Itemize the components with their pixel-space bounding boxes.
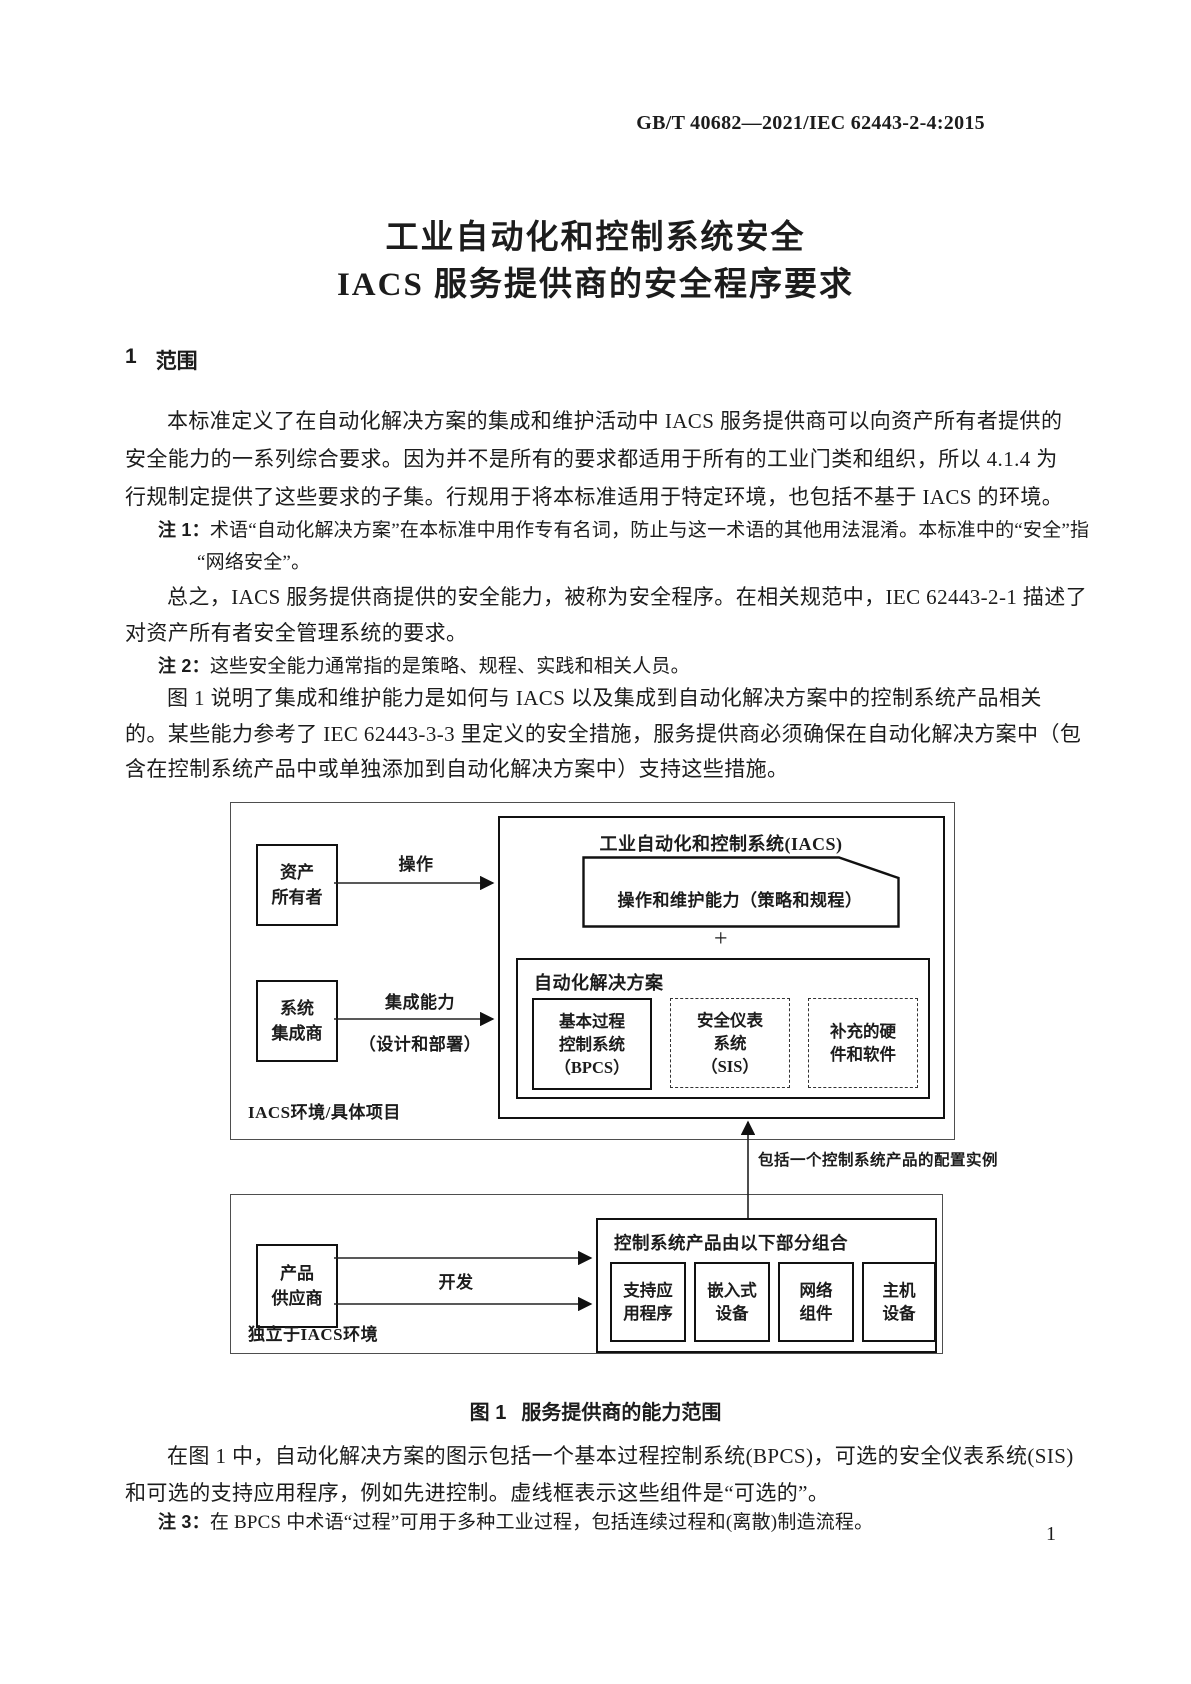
figure-caption-text: 服务提供商的能力范围 [521,1402,722,1424]
bpcs-line2: 控制系统 [559,1034,625,1054]
bpcs-line3: （BPCS） [554,1057,630,1077]
network-components-line2: 组件 [799,1304,833,1323]
system-integrator-line1: 系统 [280,999,314,1018]
paragraph-3-line-2: 的。某些能力参考了 IEC 62443-3-3 里定义的安全措施，服务提供商必须… [125,722,1082,746]
section-number: 1 [125,345,137,368]
asset-owner-line2: 所有者 [271,888,323,907]
develop-arrow-label: 开发 [438,1273,474,1292]
figure-caption: 图 1 服务提供商的能力范围 [0,1396,1191,1425]
figure-1-diagram: 资产 所有者 操作 工业自动化和控制系统(IACS) 操作和维护能力（策略和规程… [230,800,998,1356]
supporting-applications-box: 支持应 用程序 [610,1262,686,1342]
host-devices-box: 主机 设备 [862,1262,936,1342]
note-1-text: 术语“自动化解决方案”在本标准中用作专有名词，防止与这一术语的其他用法混淆。本标… [209,520,1090,541]
automation-solution-title: 自动化解决方案 [534,973,664,993]
control-system-product-title: 控制系统产品由以下部分组合 [614,1233,848,1253]
system-integrator-line2: 集成商 [271,1024,323,1043]
note-1-marker: 注 1： [158,520,210,540]
integration-capability-label: 集成能力 [385,993,455,1012]
embedded-devices-line1: 嵌入式 [707,1281,757,1300]
standard-number-header: GB/T 40682—2021/IEC 62443-2-4:2015 [636,112,985,134]
note-3-text: 在 BPCS 中术语“过程”可用于多种工业过程，包括连续过程和(离散)制造流程。 [209,1512,874,1533]
supplementary-line1: 补充的硬 [830,1022,896,1041]
sis-line3: （SIS） [701,1056,759,1076]
section-label: 范围 [155,350,198,373]
note-1-line-2: “网络安全”。 [197,552,311,573]
embedded-devices-box: 嵌入式 设备 [694,1262,770,1342]
independent-environment-label: 独立于IACS环境 [248,1325,379,1344]
sis-line2: 系统 [713,1033,747,1053]
bpcs-line1: 基本过程 [559,1011,625,1031]
page-number: 1 [1046,1523,1056,1545]
paragraph-1-line-2: 安全能力的一系列综合要求。因为并不是所有的要求都适用于所有的工业门类和组织，所以… [125,447,1058,471]
product-supplier-box: 产品 供应商 [256,1244,338,1328]
asset-owner-line1: 资产 [280,863,314,882]
operate-arrow-label: 操作 [398,855,434,874]
figure-caption-prefix: 图 1 [469,1402,507,1424]
config-instance-label: 包括一个控制系统产品的配置实例 [758,1152,999,1169]
plus-sign: + [713,926,729,952]
asset-owner-box: 资产 所有者 [256,844,338,926]
system-integrator-box: 系统 集成商 [256,980,338,1062]
sis-line1: 安全仪表 [697,1010,763,1030]
product-supplier-line2: 供应商 [271,1289,323,1308]
sis-box: 安全仪表 系统 （SIS） [670,998,790,1088]
supporting-applications-line1: 支持应 [623,1281,673,1300]
paragraph-3-line-1: 图 1 说明了集成和维护能力是如何与 IACS 以及集成到自动化解决方案中的控制… [167,686,1042,710]
supplementary-hw-sw-box: 补充的硬 件和软件 [808,998,918,1088]
note-2: 注 2：这些安全能力通常指的是策略、规程、实践和相关人员。 [158,653,690,680]
product-supplier-line1: 产品 [280,1264,314,1283]
bpcs-box: 基本过程 控制系统 （BPCS） [532,998,652,1090]
document-title-line2: IACS 服务提供商的安全程序要求 [336,267,855,303]
host-devices-line1: 主机 [882,1281,916,1300]
note-3-marker: 注 3： [158,1512,210,1532]
network-components-line1: 网络 [799,1281,833,1300]
paragraph-4-line-1: 在图 1 中，自动化解决方案的图示包括一个基本过程控制系统(BPCS)，可选的安… [167,1444,1074,1468]
iacs-box-title: 工业自动化和控制系统(IACS) [599,834,843,854]
note-2-marker: 注 2： [158,656,210,676]
note-1-line-1: 注 1：术语“自动化解决方案”在本标准中用作专有名词，防止与这一术语的其他用法混… [158,517,1089,544]
document-title-line1: 工业自动化和控制系统安全 [385,220,806,256]
supporting-applications-line2: 用程序 [623,1304,673,1323]
paragraph-1-line-1: 本标准定义了在自动化解决方案的集成和维护活动中 IACS 服务提供商可以向资产所… [167,409,1063,433]
paragraph-2-line-1: 总之，IACS 服务提供商提供的安全能力，被称为安全程序。在相关规范中，IEC … [167,585,1088,609]
paragraph-2-line-2: 对资产所有者安全管理系统的要求。 [125,621,468,645]
section-heading: 1 范围 [125,345,198,375]
host-devices-line2: 设备 [882,1304,916,1323]
om-capability-label: 操作和维护能力（策略和规程） [617,891,863,910]
note-2-text: 这些安全能力通常指的是策略、规程、实践和相关人员。 [209,656,690,677]
paragraph-4-line-2: 和可选的支持应用程序，例如先进控制。虚线框表示这些组件是“可选的”。 [125,1481,830,1505]
paragraph-1-line-3: 行规制定提供了这些要求的子集。行规用于将本标准适用于特定环境，也包括不基于 IA… [125,485,1064,509]
design-deploy-label: （设计和部署） [358,1035,482,1054]
iacs-environment-label: IACS环境/具体项目 [248,1103,401,1122]
supplementary-line2: 件和软件 [830,1045,896,1064]
embedded-devices-line2: 设备 [715,1304,749,1323]
network-components-box: 网络 组件 [778,1262,854,1342]
note-3: 注 3：在 BPCS 中术语“过程”可用于多种工业过程，包括连续过程和(离散)制… [158,1509,873,1536]
paragraph-3-line-3: 含在控制系统产品中或单独添加到自动化解决方案中）支持这些措施。 [125,757,789,781]
